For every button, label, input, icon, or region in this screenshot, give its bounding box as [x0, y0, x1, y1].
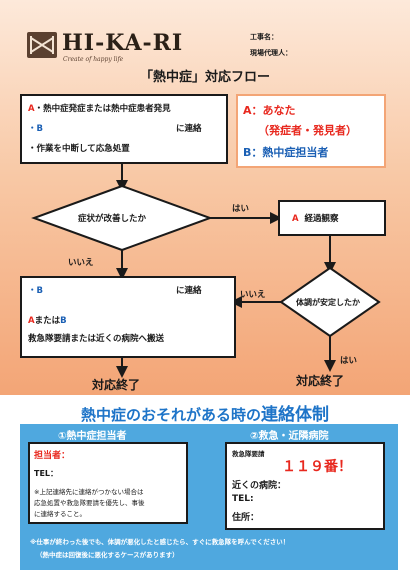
branch-no-2: いいえ: [240, 290, 266, 300]
emergency-number: １１９番！: [282, 459, 352, 475]
legend-a: A：あなた: [243, 104, 296, 117]
logo-tagline: Create of happy life: [63, 56, 124, 63]
start-box: [20, 94, 228, 164]
emergency-line-1-suffix: に連絡: [176, 286, 202, 296]
contact-section-title: 熱中症のおそれがある時の連絡体制: [80, 405, 329, 425]
emergency-line-2: AまたはB: [28, 316, 67, 326]
legend-a-sub: （発症者・発見者）: [258, 124, 357, 137]
start-line-1: A・熱中症発症または熱中症患者発見: [28, 104, 171, 114]
hospital-label: 近くの病院：: [232, 481, 287, 491]
end-left: 対応終了: [92, 378, 141, 392]
emergency-line-3: 救急隊要請または近くの病院へ搬送: [28, 334, 165, 344]
ambulance-request-label: 救急隊要請: [232, 450, 265, 458]
officer-card: [28, 442, 188, 524]
col-head-emergency: ②救急・近隣病院: [250, 431, 329, 442]
decision-stable: 体調が安定したか: [296, 298, 360, 307]
page-title: 「熱中症」対応フロー: [139, 70, 270, 85]
hospital-tel-label: TEL:: [232, 494, 254, 504]
decision-improved: 症状が改善したか: [78, 214, 147, 224]
branch-yes-1: はい: [232, 204, 250, 214]
observe-box: [278, 200, 386, 236]
officer-note-3: に連絡すること。: [34, 510, 86, 518]
emergency-box: [20, 276, 236, 358]
start-line-2: ・B: [28, 124, 43, 134]
officer-note-1: ※上記連絡先に連絡がつかない場合は: [34, 488, 144, 496]
emergency-card: [225, 442, 385, 530]
start-line-3: ・作業を中断して応急処置: [28, 144, 130, 154]
construction-name-label: 工事名：: [250, 33, 278, 41]
logo-mark-icon: [27, 32, 57, 58]
notice-line-2: （熱中症は回復後に悪化するケースがあります）: [36, 551, 179, 559]
officer-person-label: 担当者：: [34, 451, 71, 461]
end-right: 対応終了: [296, 374, 345, 388]
emergency-line-1: ・B: [28, 286, 43, 296]
legend-b: B：熱中症担当者: [243, 146, 329, 159]
flow-connectors: [31, 164, 381, 378]
branch-no-1: いいえ: [68, 258, 94, 268]
branch-yes-2: はい: [340, 356, 358, 366]
observe-text: A 経過観察: [292, 214, 339, 224]
role-legend: [236, 94, 386, 168]
officer-tel-label: TEL：: [34, 469, 59, 478]
notice-line-1: ※仕事が終わった後でも、体調が悪化したと感じたら、すぐに救急隊を呼んでください！: [30, 538, 290, 546]
start-line-2-suffix: に連絡: [176, 124, 202, 134]
hospital-address-label: 住所：: [232, 513, 260, 523]
officer-note-2: 応急処置や救急隊要請を優先し、事後: [34, 499, 145, 507]
logo-text: HI-KA-RI: [62, 30, 184, 56]
col-head-officer: ①熱中症担当者: [58, 431, 127, 442]
site-agent-label: 現場代理人：: [250, 49, 292, 57]
